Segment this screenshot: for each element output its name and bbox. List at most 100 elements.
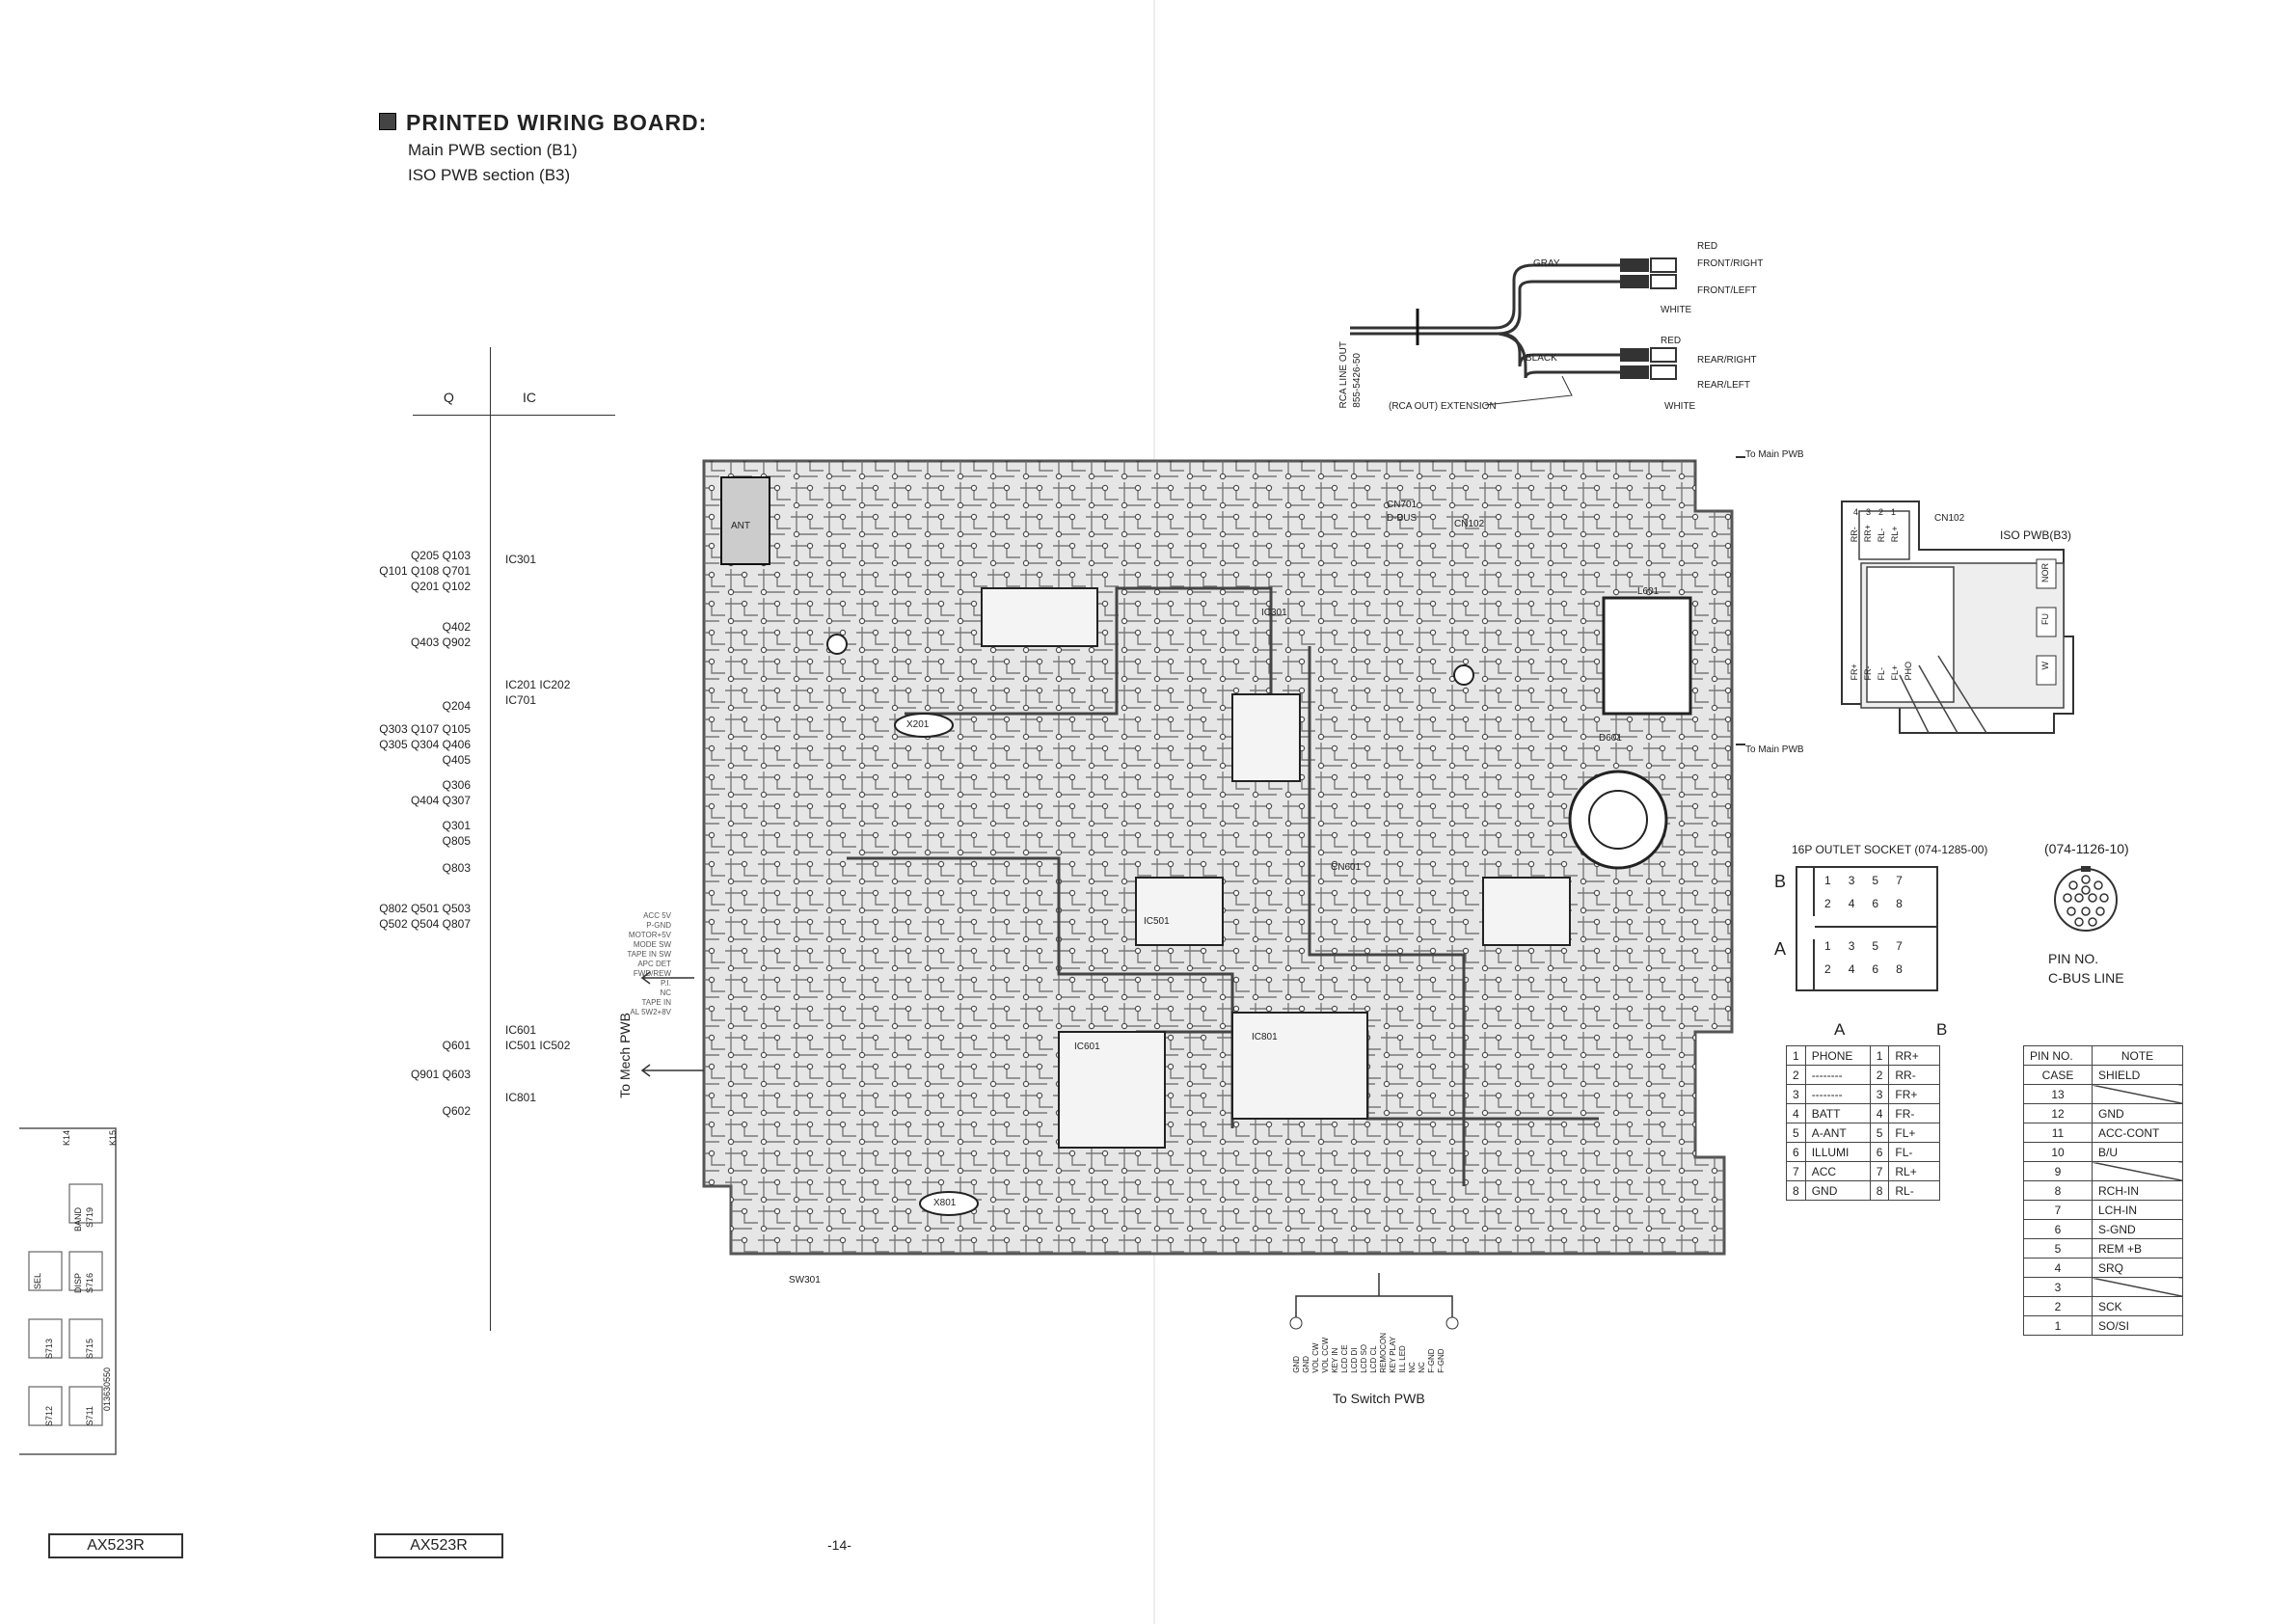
note-cell: SO/SI xyxy=(2092,1315,2183,1336)
q-entry: Q405 xyxy=(442,753,471,767)
pcb-label: X801 xyxy=(933,1198,957,1208)
pcb-label: IC601 xyxy=(1074,1042,1100,1052)
ab-cell-na: 2 xyxy=(1786,1065,1806,1085)
rca-rear-right: REAR/RIGHT xyxy=(1697,355,1757,365)
pin-cell: CASE xyxy=(2023,1065,2093,1085)
page-title: PRINTED WIRING BOARD: xyxy=(406,110,708,135)
iso-pwb-artwork xyxy=(1736,456,2074,745)
model-box-left: AX523R xyxy=(48,1533,183,1558)
ic-601: IC601 xyxy=(505,1023,537,1037)
switch-label: K15 xyxy=(108,1130,118,1147)
note-cell: SHIELD xyxy=(2092,1065,2183,1085)
switch-label: S715 xyxy=(85,1339,95,1360)
rca-red-top: RED xyxy=(1697,241,1718,252)
pcb-label: CN601 xyxy=(1331,862,1362,873)
ab-cell-nb: 4 xyxy=(1869,1103,1890,1123)
pcb-label: IC801 xyxy=(1252,1032,1278,1042)
iso-side-w: W xyxy=(2040,662,2050,670)
socket16-label-b: B xyxy=(1774,872,1787,891)
index-divider xyxy=(490,347,491,1331)
ab-cell-na: 3 xyxy=(1786,1084,1806,1104)
pcb-label: X201 xyxy=(906,719,930,730)
ab-cell-nb: 6 xyxy=(1869,1142,1890,1162)
note-cell: B/U xyxy=(2092,1142,2183,1162)
din-pin-no: PIN NO. xyxy=(2048,951,2099,966)
pin-cell: 4 xyxy=(2023,1258,2093,1278)
ab-cell-nb: 3 xyxy=(1869,1084,1890,1104)
switch-label: SEL xyxy=(33,1273,42,1290)
iso-pwb-label: ISO PWB(B3) xyxy=(2000,528,2072,542)
q-entry: Q204 xyxy=(442,699,471,713)
q-entry: Q101 Q108 Q701 xyxy=(379,564,471,578)
note-cell: LCH-IN xyxy=(2092,1200,2183,1220)
ab-cell-nb: 5 xyxy=(1869,1123,1890,1143)
switch-label: S712 xyxy=(44,1406,54,1427)
switch-label: S711 xyxy=(85,1406,95,1426)
ab-cell-a: PHONE xyxy=(1804,1045,1871,1066)
q-entry: Q402 xyxy=(442,620,471,634)
rca-red-bottom: RED xyxy=(1661,336,1682,346)
iso-cn102: CN102 xyxy=(1934,513,1965,524)
switch-connector-lines xyxy=(1289,1273,1459,1330)
rca-black: BLACK xyxy=(1526,353,1557,364)
rca-front-left: FRONT/LEFT xyxy=(1697,285,1757,296)
ab-cell-a: ACC xyxy=(1804,1161,1871,1181)
to-switch-pwb-label: To Switch PWB xyxy=(1333,1391,1425,1406)
rca-white-top: WHITE xyxy=(1661,305,1692,315)
pcb-label: D601 xyxy=(1599,733,1622,744)
rca-line-out-part: 855-5426-50 xyxy=(1352,353,1363,408)
q-entry: Q403 Q902 xyxy=(410,636,471,649)
switch-label: BAND xyxy=(73,1207,83,1232)
rca-rear-left: REAR/LEFT xyxy=(1697,380,1751,391)
pin-cell: 7 xyxy=(2023,1200,2093,1220)
ab-cell-a: ILLUMI xyxy=(1804,1142,1871,1162)
pin-cell: 3 xyxy=(2023,1277,2093,1297)
pcb-ant: ANT xyxy=(731,521,750,531)
note-cell: S-GND xyxy=(2092,1219,2183,1239)
ab-header-a: A xyxy=(1834,1020,1846,1039)
note-cell xyxy=(2092,1161,2183,1181)
ic-501-502: IC501 IC502 xyxy=(505,1039,571,1052)
socket16-label-a: A xyxy=(1774,939,1787,959)
ab-cell-nb: 7 xyxy=(1869,1161,1890,1181)
model-box-mid: AX523R xyxy=(374,1533,503,1558)
note-cell xyxy=(2092,1084,2183,1104)
pin-table-row: 9 xyxy=(2023,1161,2183,1181)
pin-cell: 6 xyxy=(2023,1219,2093,1239)
pin-cell: 12 xyxy=(2023,1103,2093,1123)
pcb-label: L601 xyxy=(1637,586,1660,597)
pcb-label: CN701 xyxy=(1387,500,1418,510)
to-mech-pwb-label: To Mech PWB xyxy=(617,1013,633,1098)
pin-cell: 9 xyxy=(2023,1161,2093,1181)
pin-cell: 11 xyxy=(2023,1123,2093,1143)
page-number: -14- xyxy=(827,1537,851,1553)
pin-cell: 5 xyxy=(2023,1238,2093,1259)
pcb-label: IC301 xyxy=(1261,608,1287,618)
title-square-icon xyxy=(379,113,396,130)
mech-arrows xyxy=(640,971,704,1077)
ab-cell-na: 7 xyxy=(1786,1161,1806,1181)
rca-extension: (RCA OUT) EXTENSION xyxy=(1389,401,1497,412)
q-entry: Q802 Q501 Q503 xyxy=(379,902,471,915)
pcb-label: SW301 xyxy=(789,1275,821,1286)
din-part-number: (074-1126-10) xyxy=(2044,841,2129,856)
to-main-pwb-c: To Main PWB xyxy=(1745,449,1804,460)
pin-cell: 13 xyxy=(2023,1084,2093,1104)
model-left: AX523R xyxy=(87,1537,145,1554)
note-cell: GND xyxy=(2092,1103,2183,1123)
mech-pin-labels: ACC 5V P-GND MOTOR+5V MODE SW TAPE IN SW… xyxy=(627,911,671,1016)
